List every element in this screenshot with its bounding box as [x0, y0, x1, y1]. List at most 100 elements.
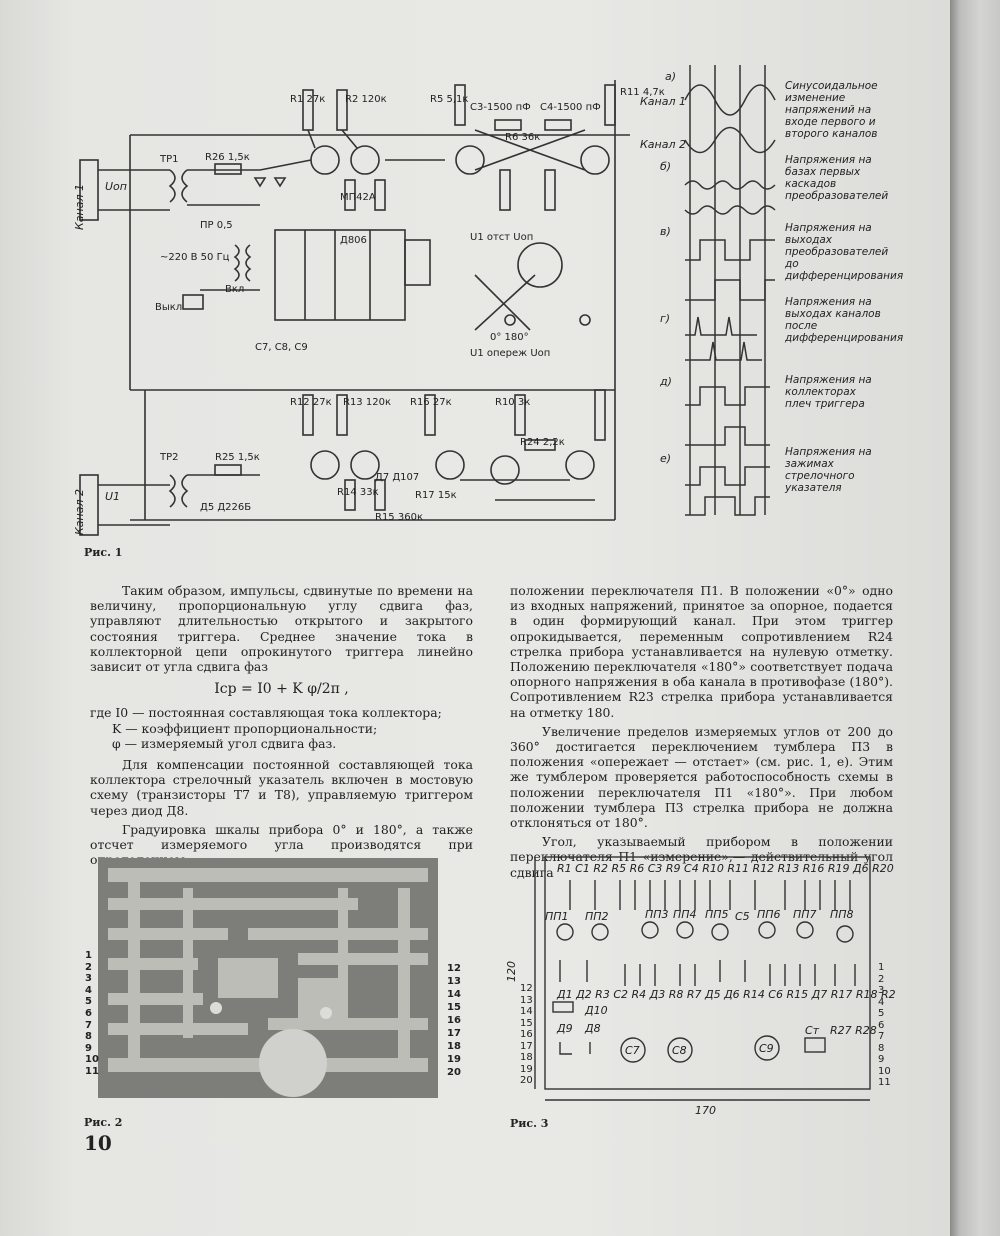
d8-label: Д8: [584, 1022, 601, 1035]
pp3-label: ПП3: [645, 908, 669, 921]
figure-2-pcb-photo: [98, 858, 438, 1098]
definition-3: φ — измеряемый угол сдвига фаз.: [112, 735, 337, 751]
layout-pin: 8: [878, 1042, 885, 1054]
switch-off-label: Выкл: [155, 302, 182, 313]
u1-label: U1: [105, 490, 120, 503]
page-number: 10: [84, 1131, 112, 1155]
layout-pin: 14: [520, 1006, 533, 1017]
wave-channel-2-label: Канал 2: [640, 138, 686, 151]
layout-pin: 13: [520, 994, 533, 1006]
pcb-pin: 20: [447, 1067, 461, 1078]
layout-left-pins: 12 13 14 15 16 17 18 19 20: [520, 983, 533, 1087]
pcb-pin: 9: [85, 1042, 92, 1054]
desc-b: Напряжения на базах первых каскадов прео…: [785, 154, 889, 202]
r16-label: R16 27к: [410, 397, 452, 408]
pp6-label: ПП6: [757, 908, 781, 921]
width-dimension: 170: [695, 1104, 716, 1117]
r1-label: R1 27к: [290, 94, 325, 105]
layout-pin: 2: [878, 973, 885, 985]
layout-pin: 4: [878, 996, 885, 1008]
uoperezh-label: U1 опереж Uоп: [470, 348, 550, 359]
pcb-pin: 14: [447, 989, 461, 1000]
definitions: где I0 — постоянная составляющая тока ко…: [90, 705, 473, 751]
r15-label: R15 360к: [375, 512, 423, 523]
layout-pin: 12: [520, 983, 533, 994]
desc-v: Напряжения на выходах преобразователей д…: [785, 222, 904, 282]
definition-2: K — коэффициент пропорциональности;: [112, 720, 378, 736]
text-column-left: Таким образом, импульсы, сдвинутые по вр…: [90, 583, 473, 867]
switch-on-label: Вкл: [225, 284, 244, 295]
layout-pin: 10: [878, 1065, 891, 1077]
mains-label: ~220 В 50 Гц: [160, 252, 230, 263]
circuit-schematic: Канал 1 Uоп ТР1 R1 27к R2 120к R5 5,1к С…: [73, 65, 776, 536]
layout-middle-row: Д1 Д2 R3 С2 R4 Д3 R8 R7 Д5 Д6 R14 С6 R15…: [556, 988, 895, 1001]
pp4-label: ПП4: [673, 908, 697, 921]
ct-label: Ст: [805, 1024, 820, 1037]
layout-pin: 20: [520, 1075, 533, 1086]
pcb-pin: 18: [447, 1041, 461, 1052]
desc-e: Напряжения на зажимах стрелочного указат…: [785, 446, 872, 494]
angle-label: 0° 180°: [490, 332, 529, 343]
c5-label: С5: [735, 910, 750, 923]
c9-label: С9: [759, 1042, 774, 1055]
pcb-left-pins: 1 2 3 4 5 6 7 8 9 10 11: [85, 950, 99, 1078]
pcb-pin: 17: [447, 1028, 461, 1039]
pcb-pin: 16: [447, 1015, 461, 1026]
pcb-pin: 5: [85, 996, 92, 1008]
d9-label: Д9: [556, 1022, 573, 1035]
pcb-right-pins: 12 13 14 15 16 17 18 19 20: [447, 962, 461, 1079]
desc-a: Синусоидальное изменение напряжений на в…: [785, 80, 878, 140]
layout-drawing: R1 С1 R2 R5 R6 С3 R9 С4 R10 R11 R12 R13 …: [505, 856, 919, 1117]
pp2-label: ПП2: [585, 910, 609, 923]
channel-1-label: Канал 1: [75, 184, 86, 230]
r13-label: R13 120к: [343, 397, 391, 408]
pcb-pin: 1: [85, 950, 92, 961]
layout-pin: 11: [878, 1077, 891, 1088]
figure-3-caption: Рис. 3: [510, 1117, 549, 1130]
pp1-label: ПП1: [545, 910, 569, 923]
r11-label: R11 4,7к: [620, 87, 665, 98]
text-column-right: положении переключателя П1. В положении …: [510, 583, 893, 880]
layout-pin: 16: [520, 1029, 533, 1040]
figure-2-caption: Рис. 2: [84, 1116, 123, 1129]
paragraph-right-2: Увеличение пределов измеряемых углов от …: [510, 723, 893, 831]
r25-label: R25 1,5к: [215, 452, 260, 463]
r14-label: R14 33к: [337, 487, 379, 498]
r17-label: R17 15к: [415, 490, 457, 501]
pcb-pin: 12: [447, 963, 461, 974]
figure-1-caption: Рис. 1: [84, 546, 123, 559]
layout-right-pins: 1 2 3 4 5 6 7 8 9 10 11: [878, 962, 891, 1089]
d5-label: Д5 Д226Б: [200, 502, 251, 513]
pcb-pin: 6: [85, 1007, 92, 1019]
c3-label: С3-1500 пФ: [470, 102, 531, 113]
r10-label: R10 3к: [495, 397, 530, 408]
pcb-pin: 2: [85, 961, 92, 973]
layout-pin: 9: [878, 1054, 885, 1065]
uotst-label: U1 отст Uоп: [470, 232, 533, 243]
pcb-pin: 10: [85, 1054, 99, 1066]
panel-v-label: в): [660, 225, 671, 238]
pcb-pin: 15: [447, 1002, 461, 1013]
pcb-pin: 8: [85, 1031, 92, 1043]
pcb-traces: [98, 858, 438, 1098]
r27r28-label: R27 R28: [830, 1024, 877, 1037]
panel-e-label: е): [660, 452, 671, 465]
layout-pin: 7: [878, 1031, 885, 1042]
channel-2-label: Канал 2: [75, 489, 86, 535]
binding-edge: [950, 0, 1000, 1236]
wave-channel-1-label: Канал 1: [640, 95, 686, 108]
uop-label: Uоп: [105, 180, 127, 193]
pcb-pin: 3: [85, 973, 92, 985]
pcb-pin: 4: [85, 984, 92, 996]
c7-label: С7: [625, 1044, 640, 1057]
layout-pin: 18: [520, 1052, 533, 1063]
r5-label: R5 5,1к: [430, 94, 468, 105]
figure-3-layout: R1 С1 R2 R5 R6 С3 R9 С4 R10 R11 R12 R13 …: [505, 852, 919, 1122]
desc-g: Напряжения на выходах каналов после дифф…: [785, 296, 904, 344]
layout-pin: 6: [878, 1019, 885, 1031]
d10-label: Д10: [584, 1004, 608, 1017]
pcb-pin: 7: [85, 1019, 92, 1031]
layout-pin: 17: [520, 1040, 533, 1052]
d806-label: Д806: [340, 235, 367, 246]
mp42a-label: МП42А: [340, 192, 376, 203]
